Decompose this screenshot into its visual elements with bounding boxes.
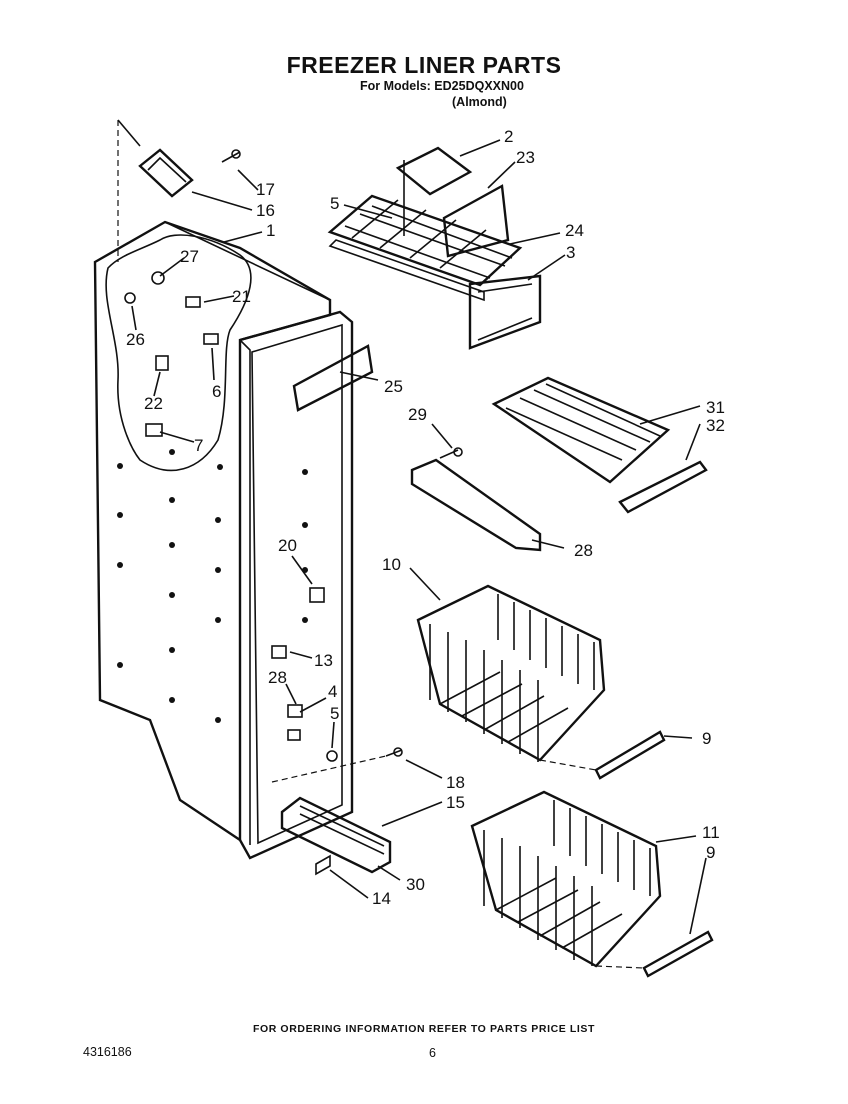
callout-32: 32 xyxy=(706,416,725,435)
callout-13: 13 xyxy=(314,651,333,670)
callout-30: 30 xyxy=(406,875,425,894)
color-line: (Almond) xyxy=(452,95,507,109)
callout-31: 31 xyxy=(706,398,725,417)
callout-2: 2 xyxy=(504,127,513,146)
document-number: 4316186 xyxy=(83,1045,132,1059)
callout-28: 28 xyxy=(574,541,593,560)
callout-11: 11 xyxy=(702,823,720,842)
top-shelf-drawing xyxy=(327,146,542,350)
leader-lines xyxy=(131,139,707,935)
callout-6: 6 xyxy=(212,382,221,401)
lower-parts-drawing xyxy=(271,344,403,876)
shelf-support-drawing xyxy=(410,447,542,552)
callout-4: 4 xyxy=(328,682,337,701)
freezer-liner-drawing xyxy=(93,119,354,860)
callout-5-top: 5 xyxy=(330,194,339,213)
callout-26: 27 xyxy=(180,247,199,266)
page-number: 6 xyxy=(429,1046,436,1060)
callout-9-lower: 9 xyxy=(706,843,715,862)
callout-10: 10 xyxy=(382,555,401,574)
page-title: FREEZER LINER PARTS xyxy=(286,52,562,78)
callout-27: 28 xyxy=(268,668,287,687)
callout-7: 7 xyxy=(194,436,203,455)
ordering-note: FOR ORDERING INFORMATION REFER TO PARTS … xyxy=(252,1023,596,1035)
callout-29: 29 xyxy=(408,405,427,424)
models-line: For Models: ED25DQXXN00 xyxy=(360,79,524,93)
callout-5-lower: 5 xyxy=(330,704,339,723)
callout-24: 25 xyxy=(384,377,403,396)
lower-basket-drawing xyxy=(470,790,714,978)
callout-16: 14 xyxy=(372,889,391,908)
callout-15: 17 xyxy=(256,180,275,199)
wire-shelf-drawing xyxy=(491,376,708,514)
callout-21: 22 xyxy=(144,394,163,413)
callout-3: 3 xyxy=(566,243,575,262)
callout-25: 26 xyxy=(126,330,145,349)
callout-17: 15 xyxy=(446,793,465,812)
callout-20: 21 xyxy=(232,287,251,306)
callout-9-upper: 9 xyxy=(702,729,711,748)
callout-19: 20 xyxy=(278,536,297,555)
callout-22: 23 xyxy=(516,148,535,167)
upper-basket-drawing xyxy=(416,584,666,780)
callout-labels: 2 23 5 24 3 17 16 1 27 21 26 6 22 7 25 2… xyxy=(126,127,725,908)
callout-1: 1 xyxy=(266,221,275,240)
callout-14: 16 xyxy=(256,201,275,220)
callout-18: 18 xyxy=(446,773,465,792)
callout-23: 24 xyxy=(565,221,584,240)
